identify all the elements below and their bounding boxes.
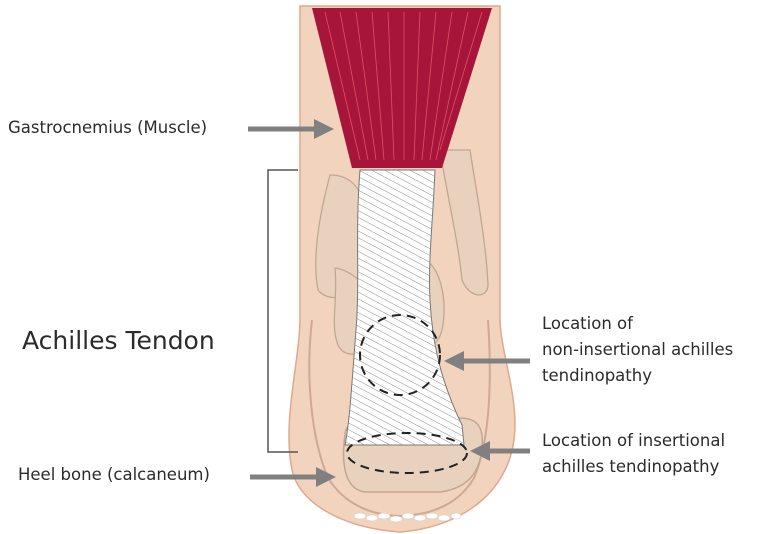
- label-achilles-tendon: Achilles Tendon: [22, 326, 215, 356]
- label-non-insertional-line2: non-insertional achilles: [542, 340, 733, 360]
- label-insertional-line1: Location of insertional: [542, 431, 725, 451]
- label-heel-bone: Heel bone (calcaneum): [18, 465, 210, 485]
- label-non-insertional-line1: Location of: [542, 314, 633, 334]
- label-non-insertional-line3: tendinopathy: [542, 366, 652, 386]
- label-gastrocnemius: Gastrocnemius (Muscle): [8, 118, 207, 138]
- label-insertional-line2: achilles tendinopathy: [542, 457, 719, 477]
